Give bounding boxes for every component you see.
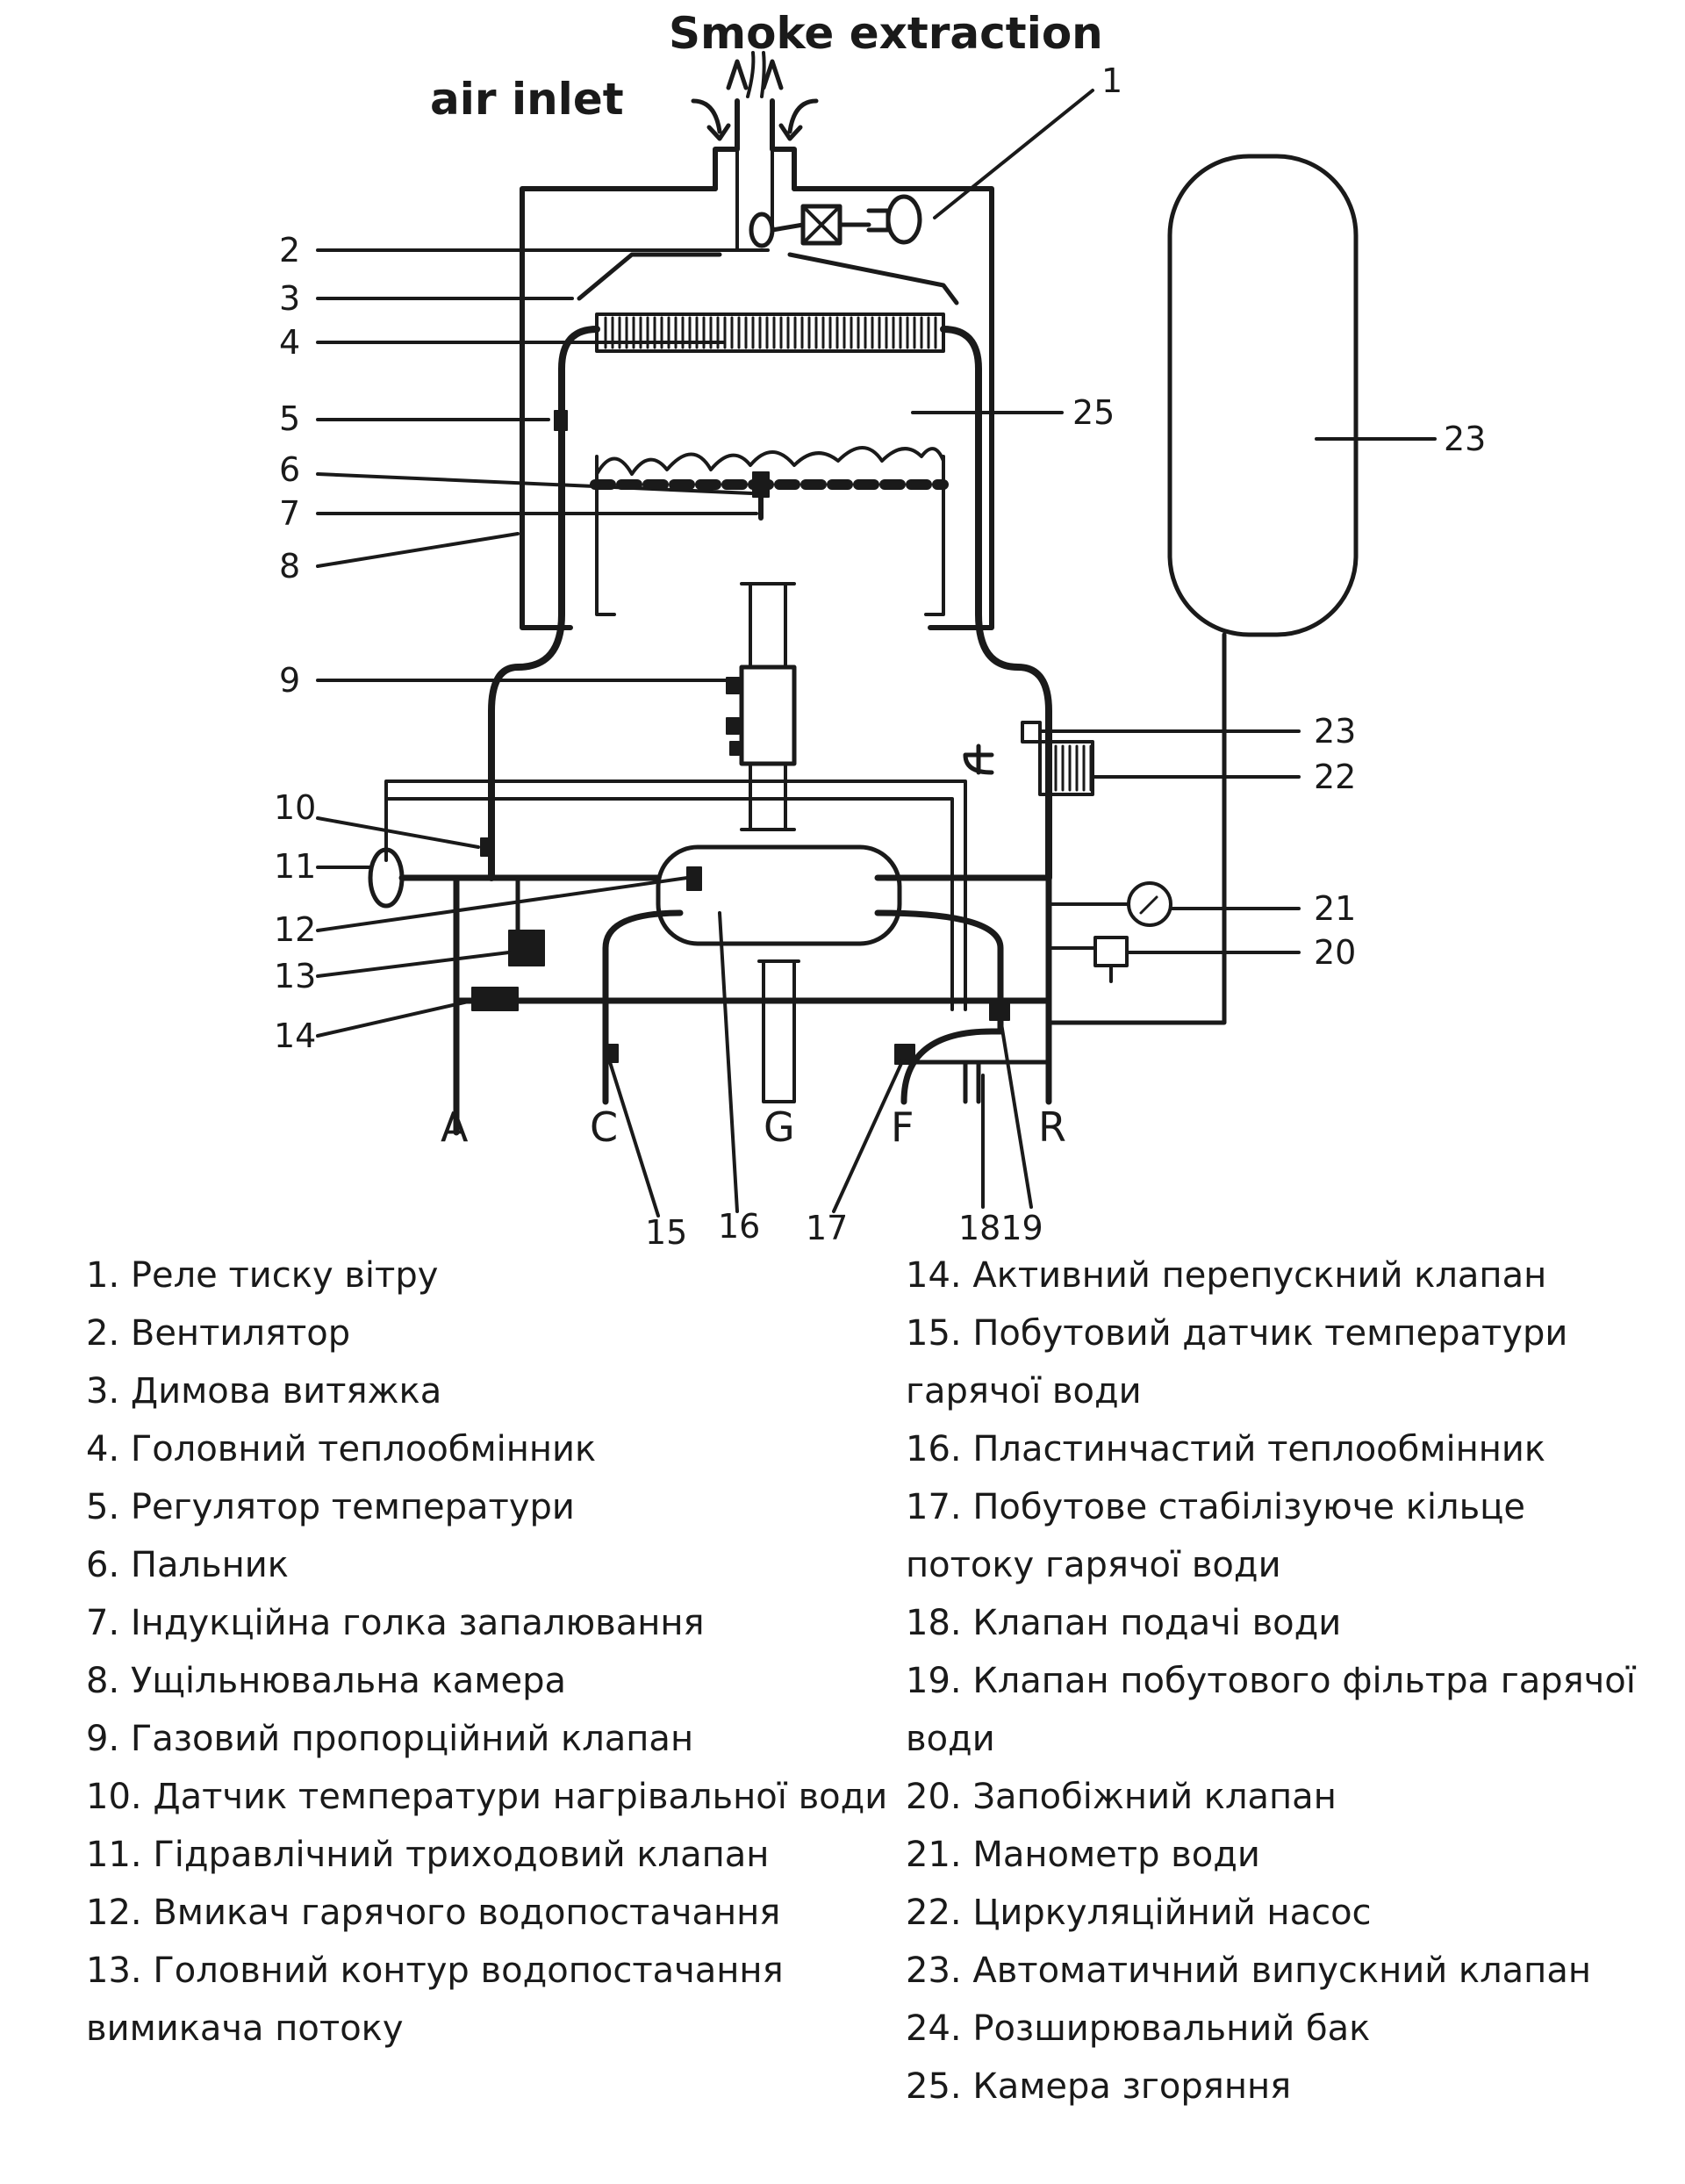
callout-6: 6 <box>279 450 300 489</box>
legend-item: 9. Газовий пропорційний клапан <box>86 1719 694 1759</box>
legend-item: 11. Гідравлічний триходовий клапан <box>86 1835 770 1875</box>
legend-item: 10. Датчик температури нагрівальної води <box>86 1777 888 1817</box>
legend-item: 18. Клапан подачі води <box>906 1603 1342 1643</box>
bypass-valve <box>471 987 519 1011</box>
domestic-temp-sensor <box>605 1044 619 1063</box>
leader-lines <box>316 89 1437 1218</box>
legend-item: вимикача потоку <box>86 2008 404 2049</box>
legend-item: 13. Головний контур водопостачання <box>86 1951 784 1991</box>
legend-item: 6. Пальник <box>86 1545 289 1585</box>
legend-item: 21. Манометр води <box>906 1835 1260 1875</box>
callout-4: 4 <box>279 323 300 362</box>
auto-vent-valve <box>1021 721 1042 744</box>
legend-item: 12. Вмикач гарячого водопостачання <box>86 1893 781 1933</box>
gas-inlet-g <box>757 959 800 1103</box>
callout-23-tank: 23 <box>1444 420 1486 458</box>
callout-9: 9 <box>279 661 300 700</box>
callout-8: 8 <box>279 547 300 586</box>
legend-item: 22. Циркуляційний насос <box>906 1893 1372 1933</box>
callout-1819: 1819 <box>958 1209 1043 1246</box>
legend-item: 5. Регулятор температури <box>86 1487 575 1527</box>
callout-12: 12 <box>274 910 316 949</box>
legend-item: 3. Димова витяжка <box>86 1371 442 1412</box>
callout-11: 11 <box>274 847 316 886</box>
callout-1: 1 <box>1101 61 1122 100</box>
gas-pipe <box>740 582 796 831</box>
legend-item: гарячої води <box>906 1371 1142 1412</box>
air-arrows <box>691 98 819 134</box>
legend-left-column: 1. Реле тиску вітру 2. Вентилятор 3. Дим… <box>86 1246 902 2058</box>
callout-7: 7 <box>279 494 300 533</box>
port-r: R <box>1038 1103 1066 1151</box>
callout-23-vent: 23 <box>1314 712 1356 751</box>
heating-water-sensor <box>480 837 494 857</box>
circulation-pump <box>1038 740 1094 796</box>
callout-20: 20 <box>1314 933 1356 972</box>
port-a: A <box>441 1103 469 1151</box>
legend-item: 14. Активний перепускний клапан <box>906 1255 1547 1296</box>
callout-5: 5 <box>279 399 300 438</box>
plate-heat-exchanger <box>656 844 902 946</box>
hot-water-switch <box>686 866 702 891</box>
gas-valve <box>739 665 797 766</box>
smoke-arrows <box>726 59 784 90</box>
port-f: F <box>891 1103 914 1151</box>
legend-item: 24. Розширювальний бак <box>906 2008 1371 2049</box>
legend-item: 16. Пластинчастий теплообмінник <box>906 1429 1546 1469</box>
air-inlet-title: air inlet <box>430 74 624 125</box>
safety-valve <box>1093 936 1129 967</box>
callout-14: 14 <box>274 1017 316 1055</box>
sealed-chamber <box>520 186 994 630</box>
flames <box>595 446 945 476</box>
wind-pressure-relay <box>886 194 922 245</box>
boiler-schematic: Smoke extraction air inlet 1 2 3 4 5 6 7… <box>274 8 1486 1246</box>
smoke-hood <box>577 252 959 305</box>
callout-17: 17 <box>806 1209 848 1246</box>
legend-item: 17. Побутове стабілізуюче кільце <box>906 1487 1525 1527</box>
legend-item: 25. Камера згоряння <box>906 2066 1292 2107</box>
flow-switch <box>508 930 545 966</box>
flue-pipe <box>713 98 797 191</box>
port-c: C <box>590 1103 618 1151</box>
legend-item: 4. Головний теплообмінник <box>86 1429 597 1469</box>
legend-item: 19. Клапан побутового фільтра гарячої <box>906 1661 1636 1701</box>
legend-item: 20. Запобіжний клапан <box>906 1777 1337 1817</box>
legend-item: води <box>906 1719 995 1759</box>
legend-item: 7. Індукційна голка запалювання <box>86 1603 705 1643</box>
legend-item: 2. Вентилятор <box>86 1313 351 1354</box>
legend-item: потоку гарячої води <box>906 1545 1281 1585</box>
callout-2: 2 <box>279 231 300 269</box>
callout-13: 13 <box>274 957 316 995</box>
callout-25: 25 <box>1072 393 1115 432</box>
primary-pipe-right <box>940 326 1052 881</box>
callout-10: 10 <box>274 788 316 827</box>
legend-item: 23. Автоматичний випускний клапан <box>906 1951 1591 1991</box>
callout-3: 3 <box>279 279 300 318</box>
smoke-extraction-title: Smoke extraction <box>669 8 1103 59</box>
temperature-regulator <box>554 410 568 431</box>
legend-item: 8. Ущільнювальна камера <box>86 1661 566 1701</box>
callout-15: 15 <box>645 1213 687 1246</box>
callout-16: 16 <box>718 1207 760 1246</box>
primary-pipe-left <box>488 326 600 881</box>
legend-item: 15. Побутовий датчик температури <box>906 1313 1568 1354</box>
port-g: G <box>764 1103 795 1151</box>
legend-right-column: 14. Активний перепускний клапан 15. Побу… <box>906 1246 1678 2116</box>
callout-21: 21 <box>1314 889 1356 928</box>
legend-item: 1. Реле тиску вітру <box>86 1255 439 1296</box>
expansion-tank <box>1167 154 1359 637</box>
combustion-chamber <box>595 455 945 616</box>
callout-22: 22 <box>1314 758 1356 796</box>
